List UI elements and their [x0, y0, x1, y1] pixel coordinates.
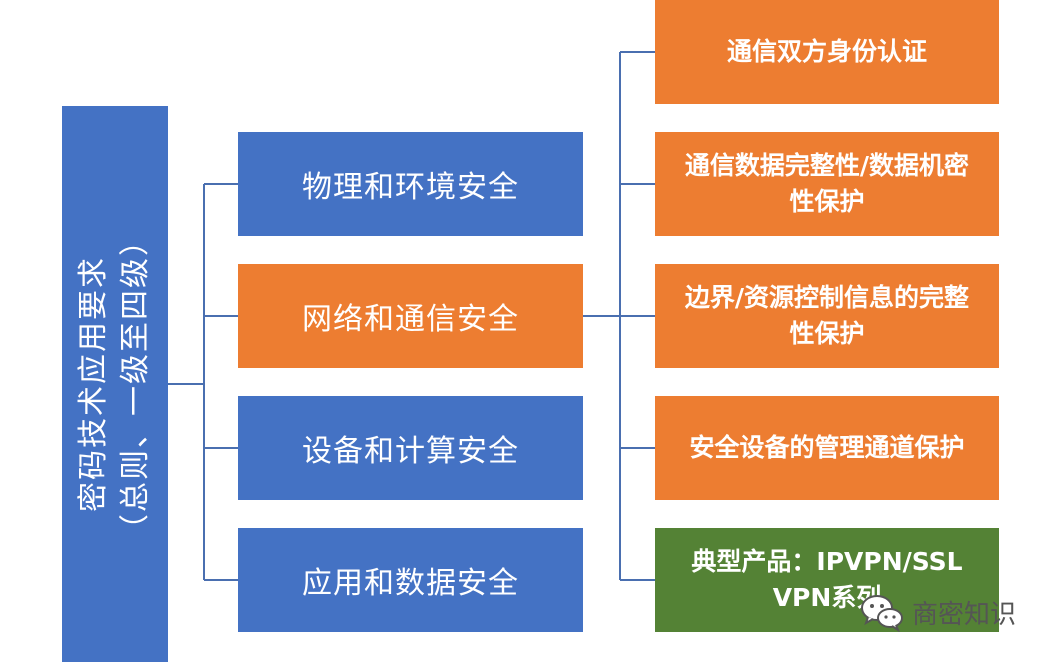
requirement-line: 性保护: [789, 319, 865, 348]
requirement-line: 边界/资源控制信息的完整: [684, 283, 970, 312]
root-node: 密码技术应用要求 （总则、一级至四级）: [62, 106, 168, 662]
category-application-data: 应用和数据安全: [238, 528, 583, 632]
category-label: 网络和通信安全: [302, 302, 519, 337]
root-subtitle: （总则、一级至四级）: [118, 224, 153, 544]
requirement-line: 通信双方身份认证: [726, 37, 927, 66]
category-physical-environment: 物理和环境安全: [238, 132, 583, 236]
watermark: 商密知识: [860, 590, 1016, 634]
requirement-line: 通信数据完整性/数据机密: [684, 151, 970, 180]
requirement-line: 性保护: [789, 187, 865, 216]
requirement-identity-authentication: 通信双方身份认证: [655, 0, 999, 104]
category-label: 设备和计算安全: [302, 434, 519, 469]
category-network-communication: 网络和通信安全: [238, 264, 583, 368]
requirement-boundary-control-integrity: 边界/资源控制信息的完整 性保护: [655, 264, 999, 368]
category-label: 物理和环境安全: [302, 170, 519, 205]
requirement-management-channel: 安全设备的管理通道保护: [655, 396, 999, 500]
category-label: 应用和数据安全: [302, 566, 519, 601]
requirement-line: 典型产品：IPVPN/SSL: [691, 547, 963, 576]
watermark-text: 商密知识: [912, 599, 1017, 630]
requirement-data-integrity-confidentiality: 通信数据完整性/数据机密 性保护: [655, 132, 999, 236]
requirement-line: 安全设备的管理通道保护: [689, 433, 965, 462]
root-title: 密码技术应用要求: [76, 256, 111, 512]
category-device-computing: 设备和计算安全: [238, 396, 583, 500]
wechat-icon: [861, 595, 903, 632]
